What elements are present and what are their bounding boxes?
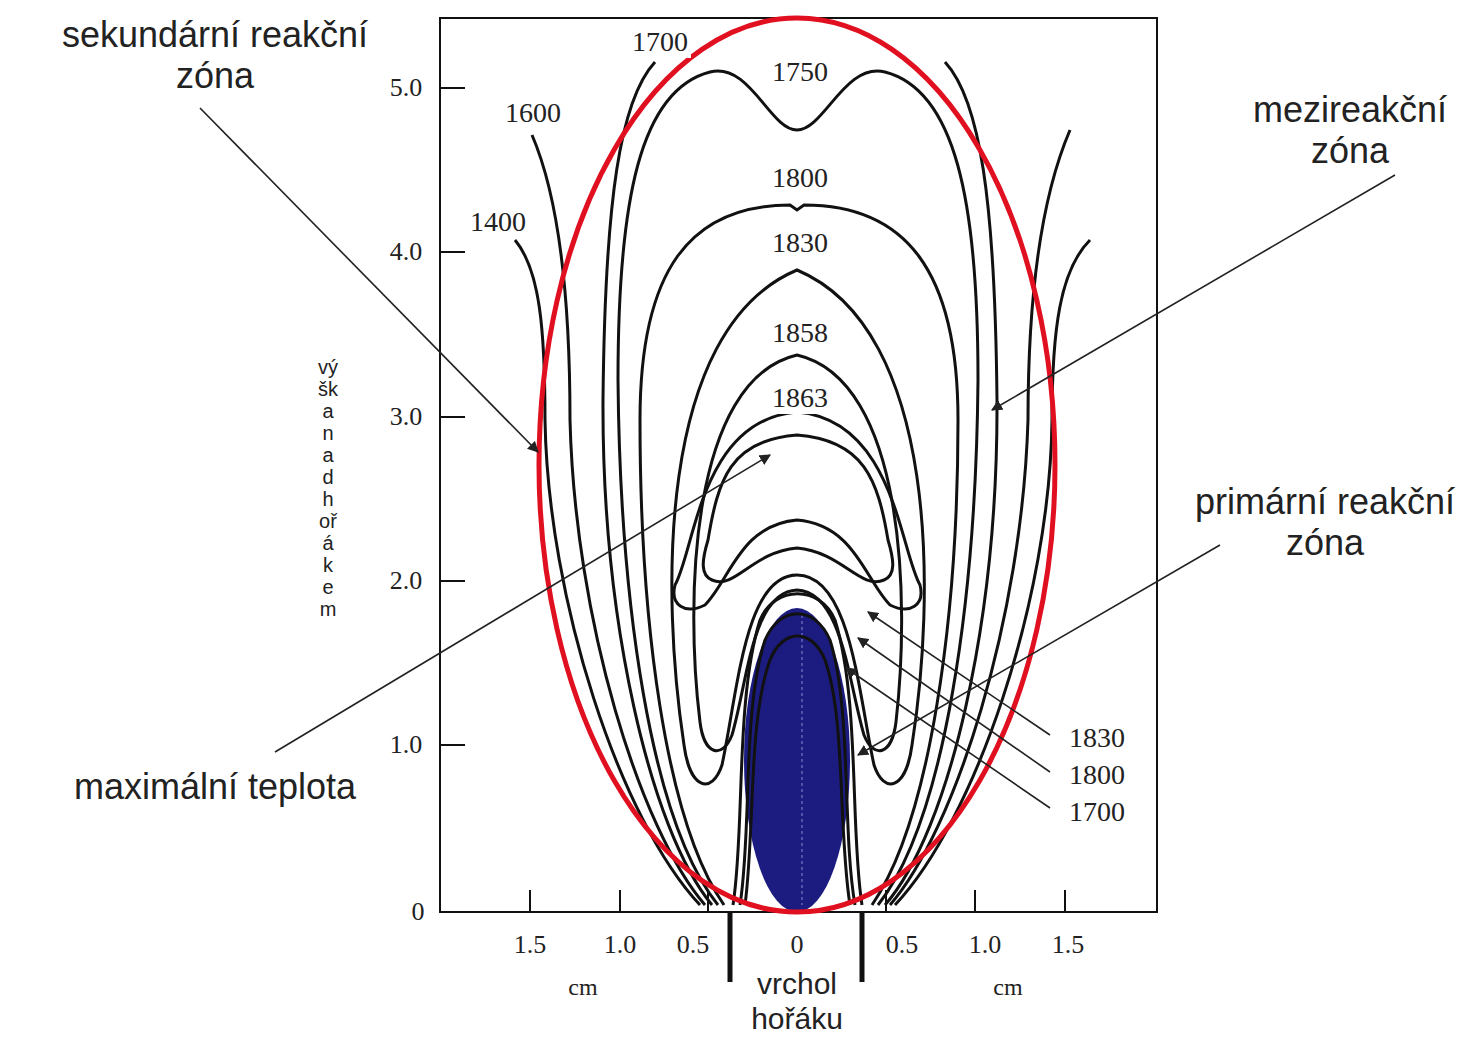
axis-tick-label: 1.5 bbox=[1052, 930, 1085, 960]
zone-label: primární reakční zóna bbox=[1177, 481, 1473, 564]
isotherm-label: 1858 bbox=[769, 317, 831, 349]
plot-frame bbox=[440, 18, 1157, 912]
axis-tick-label: 1.0 bbox=[604, 930, 637, 960]
axis-tick-label: 0 bbox=[791, 930, 804, 960]
axis-tick-label: 0.5 bbox=[677, 930, 710, 960]
axis-unit: cm bbox=[568, 974, 597, 1002]
isotherm-label: 1800 bbox=[769, 162, 831, 194]
axis-tick-label: 1.0 bbox=[390, 730, 423, 760]
axis-tick-label: 5.0 bbox=[390, 73, 423, 103]
isotherm-label: 1863 bbox=[769, 382, 831, 414]
isotherm-label: 1400 bbox=[467, 206, 529, 238]
isotherm-lines bbox=[515, 62, 1090, 905]
zone-label: sekundární reakční zóna bbox=[49, 14, 381, 97]
axis-ticks bbox=[440, 88, 1065, 912]
isotherm-label: 1700 bbox=[629, 26, 691, 58]
flame-boundary bbox=[539, 18, 1055, 912]
leader-lines bbox=[200, 108, 1395, 808]
isotherm-label: 1830 bbox=[769, 227, 831, 259]
isotherm-label: 1750 bbox=[769, 56, 831, 88]
axis-tick-label: 1.0 bbox=[969, 930, 1002, 960]
axis-tick-label: 2.0 bbox=[390, 566, 423, 596]
axis-tick-label: 4.0 bbox=[390, 237, 423, 267]
axis-tick-label: 1.5 bbox=[514, 930, 547, 960]
axis-title: výška nad hořákem bbox=[318, 356, 338, 620]
burner-label: vrchol hořáku bbox=[729, 967, 865, 1036]
isotherm-label: 1600 bbox=[502, 97, 564, 129]
zone-label: maximální teplota bbox=[74, 766, 356, 807]
axis-unit: cm bbox=[993, 974, 1022, 1002]
axis-tick-label: 0.5 bbox=[886, 930, 919, 960]
zone-label: mezireakční zóna bbox=[1237, 89, 1463, 172]
isotherm-label: 1800 bbox=[1066, 759, 1128, 791]
axis-tick-label: 0 bbox=[412, 897, 425, 927]
isotherm-label: 1700 bbox=[1066, 796, 1128, 828]
isotherm-label: 1830 bbox=[1066, 722, 1128, 754]
axis-tick-label: 3.0 bbox=[390, 402, 423, 432]
